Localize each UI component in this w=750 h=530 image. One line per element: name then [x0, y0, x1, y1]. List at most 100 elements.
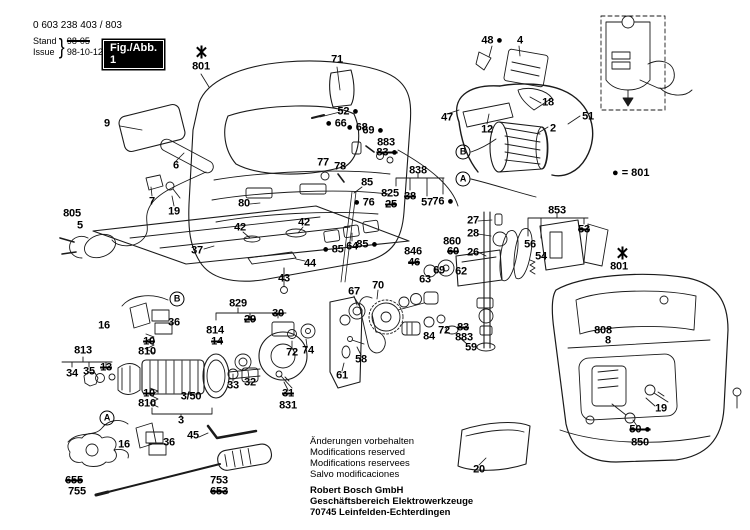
part-label-838: 838 [409, 164, 427, 177]
part-label-64: 64 [346, 240, 358, 253]
part-label-829: 829 [229, 297, 247, 310]
part-label-61: 61 [336, 369, 348, 382]
part-label-77: 77 [317, 156, 329, 169]
brace-glyph: } [58, 34, 65, 59]
superseded-part-label-655: 655 [65, 474, 83, 487]
part-label-32: 32 [244, 376, 256, 389]
figure-label: Fig./Abb. 1 [104, 41, 164, 68]
part-label-883: 883 [455, 331, 473, 344]
part-label-810: 810 [138, 397, 156, 410]
part-label-2: 2 [550, 122, 556, 135]
wire-marker-B: B [455, 144, 471, 160]
issue-block: Stand Issue } 98-05 98-10-12 [33, 34, 122, 60]
part-label-853: 853 [548, 204, 566, 217]
part-label-72: 72 [438, 324, 450, 337]
title-block: 0 603 238 403 / 803 Stand Issue } 98-05 … [33, 20, 164, 68]
superseded-part-label-653: 653 [210, 485, 228, 498]
power-cord-drawing [59, 138, 214, 259]
part-label-755: 755 [68, 485, 86, 498]
part-label-52: 52 ● [337, 105, 359, 118]
part-label-85: 85 [361, 176, 373, 189]
superseded-issue-date: 98-05 [66, 36, 90, 46]
part-label-66: ● 66 [325, 117, 347, 130]
part-label-3: 3 [178, 414, 184, 427]
wire-marker-B: B [169, 291, 185, 307]
superseded-part-label-29: 29 [244, 313, 256, 326]
part-label-42: 42 [234, 221, 246, 234]
part-label-20: 20 [473, 463, 485, 476]
part-number: 0 603 238 403 / 803 [33, 20, 122, 31]
part-label-19: 19 [655, 402, 667, 415]
part-label-34: 34 [66, 367, 78, 380]
part-label-37: 37 [191, 244, 203, 257]
left-housing-drawing [188, 60, 459, 283]
part-label-71: 71 [331, 53, 343, 66]
part-label-57: 57 [421, 196, 433, 209]
part-label-883: 883 [377, 136, 395, 149]
note-line: Modifications reservees [310, 458, 410, 469]
saw-blade-symbol [616, 246, 629, 260]
part-label-42: 42 [298, 216, 310, 229]
superseded-part-label-38: 38 [404, 190, 416, 203]
part-label-45: 45 [187, 429, 199, 442]
part-label-62: 62 [455, 265, 467, 278]
part-label-810: 810 [138, 345, 156, 358]
note-line: Änderungen vorbehalten [310, 436, 415, 447]
part-label-846: 846 [404, 245, 422, 258]
part-label-56: 56 [524, 238, 536, 251]
leader-lines [119, 45, 656, 466]
part-label-7: 7 [149, 195, 155, 208]
part-label-36: 36 [168, 316, 180, 329]
superseded-part-label-60: 60 [447, 245, 459, 258]
issue-date: 98-10-12 [66, 47, 103, 57]
part-label-825: 825 [381, 187, 399, 200]
dot-legend: ● = 801 [612, 167, 650, 179]
part-label-72: 72 [286, 346, 298, 359]
company-line: 70745 Leinfelden-Echterdingen [310, 507, 451, 518]
superseded-part-label-10: 10 [143, 335, 155, 348]
part-label-813: 813 [74, 344, 92, 357]
part-label-70: 70 [372, 279, 384, 292]
part-label-68: ● 68 [346, 121, 368, 134]
right-housing-drawing [457, 273, 742, 471]
nameplates-drawing [118, 69, 355, 153]
part-label-850: 850 [631, 436, 649, 449]
part-label-69: 69 ● [362, 124, 384, 137]
superseded-part-label-14: 14 [211, 335, 223, 348]
wire-marker-A: A [455, 171, 471, 187]
superseded-part-label-53: 53 [578, 223, 590, 236]
part-label-8: 8 [605, 334, 611, 347]
company-address: Robert Bosch GmbH Geschäftsbereich Elekt… [310, 485, 473, 518]
superseded-part-label-30: 30 [272, 307, 284, 320]
part-label-12: 12 [481, 123, 493, 136]
part-label-860: 860 [443, 235, 461, 248]
part-label-801: 801 [610, 260, 628, 273]
part-label-44: 44 [304, 257, 316, 270]
part-label-78: 78 [334, 160, 346, 173]
saw-blade-symbol [195, 45, 208, 59]
part-label-753: 753 [210, 474, 228, 487]
part-label-18: 18 [542, 96, 554, 109]
part-label-6: 6 [173, 159, 179, 172]
part-label-48: 48 ● [481, 34, 503, 47]
revision-notes: Änderungen vorbehalten Modifications res… [310, 436, 473, 480]
part-label-5: 5 [77, 219, 83, 232]
note-line: Salvo modificaciones [310, 469, 400, 480]
part-label-84: 84 [423, 330, 435, 343]
part-label-801: 801 [192, 60, 210, 73]
part-label-74: 74 [302, 344, 314, 357]
part-label-85: ● 85 [322, 243, 344, 256]
company-line: Robert Bosch GmbH [310, 485, 404, 496]
part-label-67: 67 [348, 285, 360, 298]
part-label-27: 27 [467, 214, 479, 227]
part-label-59: 59 [465, 341, 477, 354]
part-label-35: 35 [83, 365, 95, 378]
part-label-54: 54 [535, 250, 547, 263]
issue-label: Issue [33, 47, 55, 57]
superseded-part-label-31: 31 [282, 387, 294, 400]
part-label-26: 26 [467, 246, 479, 259]
superseded-part-label-46: 46 [408, 256, 420, 269]
part-label-43: 43 [278, 272, 290, 285]
part-label-63: 63 [419, 273, 431, 286]
